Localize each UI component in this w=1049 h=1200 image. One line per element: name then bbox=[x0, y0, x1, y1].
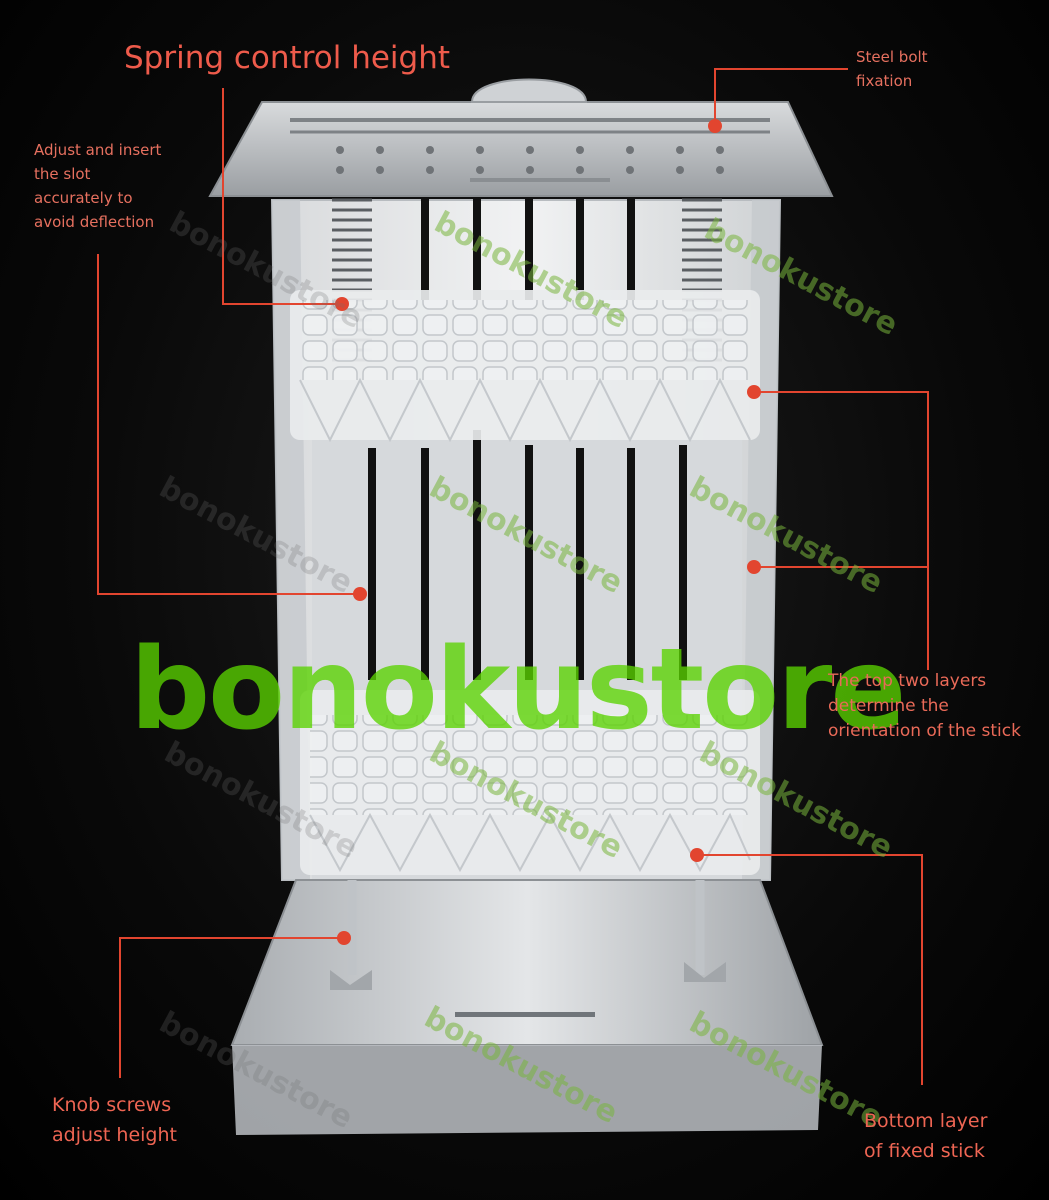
top-plate bbox=[208, 78, 834, 197]
label-knob-screws: Knob screws adjust height bbox=[52, 1094, 177, 1146]
label-spring-control-height: Spring control height bbox=[124, 40, 451, 76]
lower-guide-block bbox=[300, 690, 760, 875]
label-bottom-layer: Bottom layer of fixed stick bbox=[864, 1110, 988, 1162]
watermark-large: bonokustore bbox=[130, 625, 906, 755]
skewers bbox=[368, 195, 687, 680]
base-plate bbox=[230, 879, 824, 1135]
label-top-two-layers: The top two layers determine the orienta… bbox=[828, 671, 1021, 741]
callout-lines bbox=[97, 68, 929, 1085]
label-adjust-insert-slot: Adjust and insert the slot accurately to… bbox=[34, 141, 162, 231]
label-steel-bolt-fixation: Steel bolt fixation bbox=[856, 48, 928, 90]
upper-guide-block bbox=[290, 290, 760, 443]
callout-dots bbox=[335, 119, 761, 945]
